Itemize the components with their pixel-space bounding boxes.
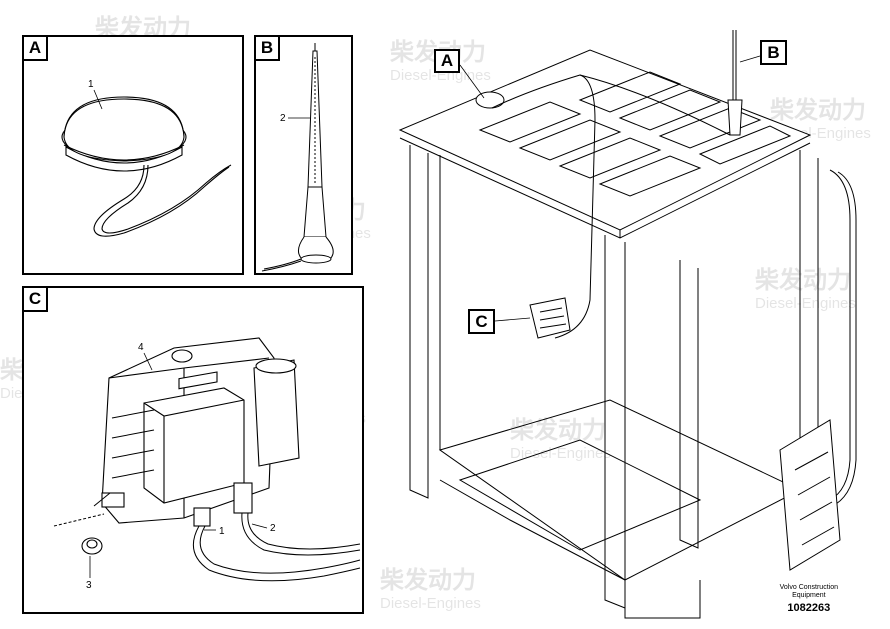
drawing-footer: Volvo Construction Equipment 1082263 bbox=[780, 584, 838, 615]
org-name-line1: Volvo Construction bbox=[779, 584, 838, 592]
cab-frame-drawing bbox=[398, 30, 857, 619]
detail-panel-c: C bbox=[22, 286, 364, 614]
callout-1: 1 bbox=[219, 526, 225, 537]
callout-1: 1 bbox=[88, 79, 94, 90]
panel-a-tag: A bbox=[22, 35, 48, 61]
org-name-line2: Equipment bbox=[792, 592, 826, 600]
callout-2: 2 bbox=[280, 113, 286, 124]
main-tag-b: B bbox=[760, 40, 787, 65]
callout-2: 2 bbox=[270, 523, 276, 534]
main-tag-a: A bbox=[434, 49, 460, 73]
callout-4: 4 bbox=[138, 342, 144, 353]
whip-antenna-drawing: 2 bbox=[261, 43, 334, 272]
detail-panel-b: B 2 bbox=[254, 35, 353, 275]
callout-3: 3 bbox=[86, 580, 92, 591]
control-unit-drawing: 4 1 2 3 bbox=[53, 337, 361, 591]
main-tag-c: C bbox=[468, 309, 495, 334]
panel-b-tag: B bbox=[254, 35, 280, 61]
dome-antenna-drawing: 1 bbox=[61, 79, 232, 237]
panel-c-tag: C bbox=[22, 286, 48, 312]
drawing-number: 1082263 bbox=[787, 602, 831, 615]
detail-panel-a: A 1 bbox=[22, 35, 244, 275]
